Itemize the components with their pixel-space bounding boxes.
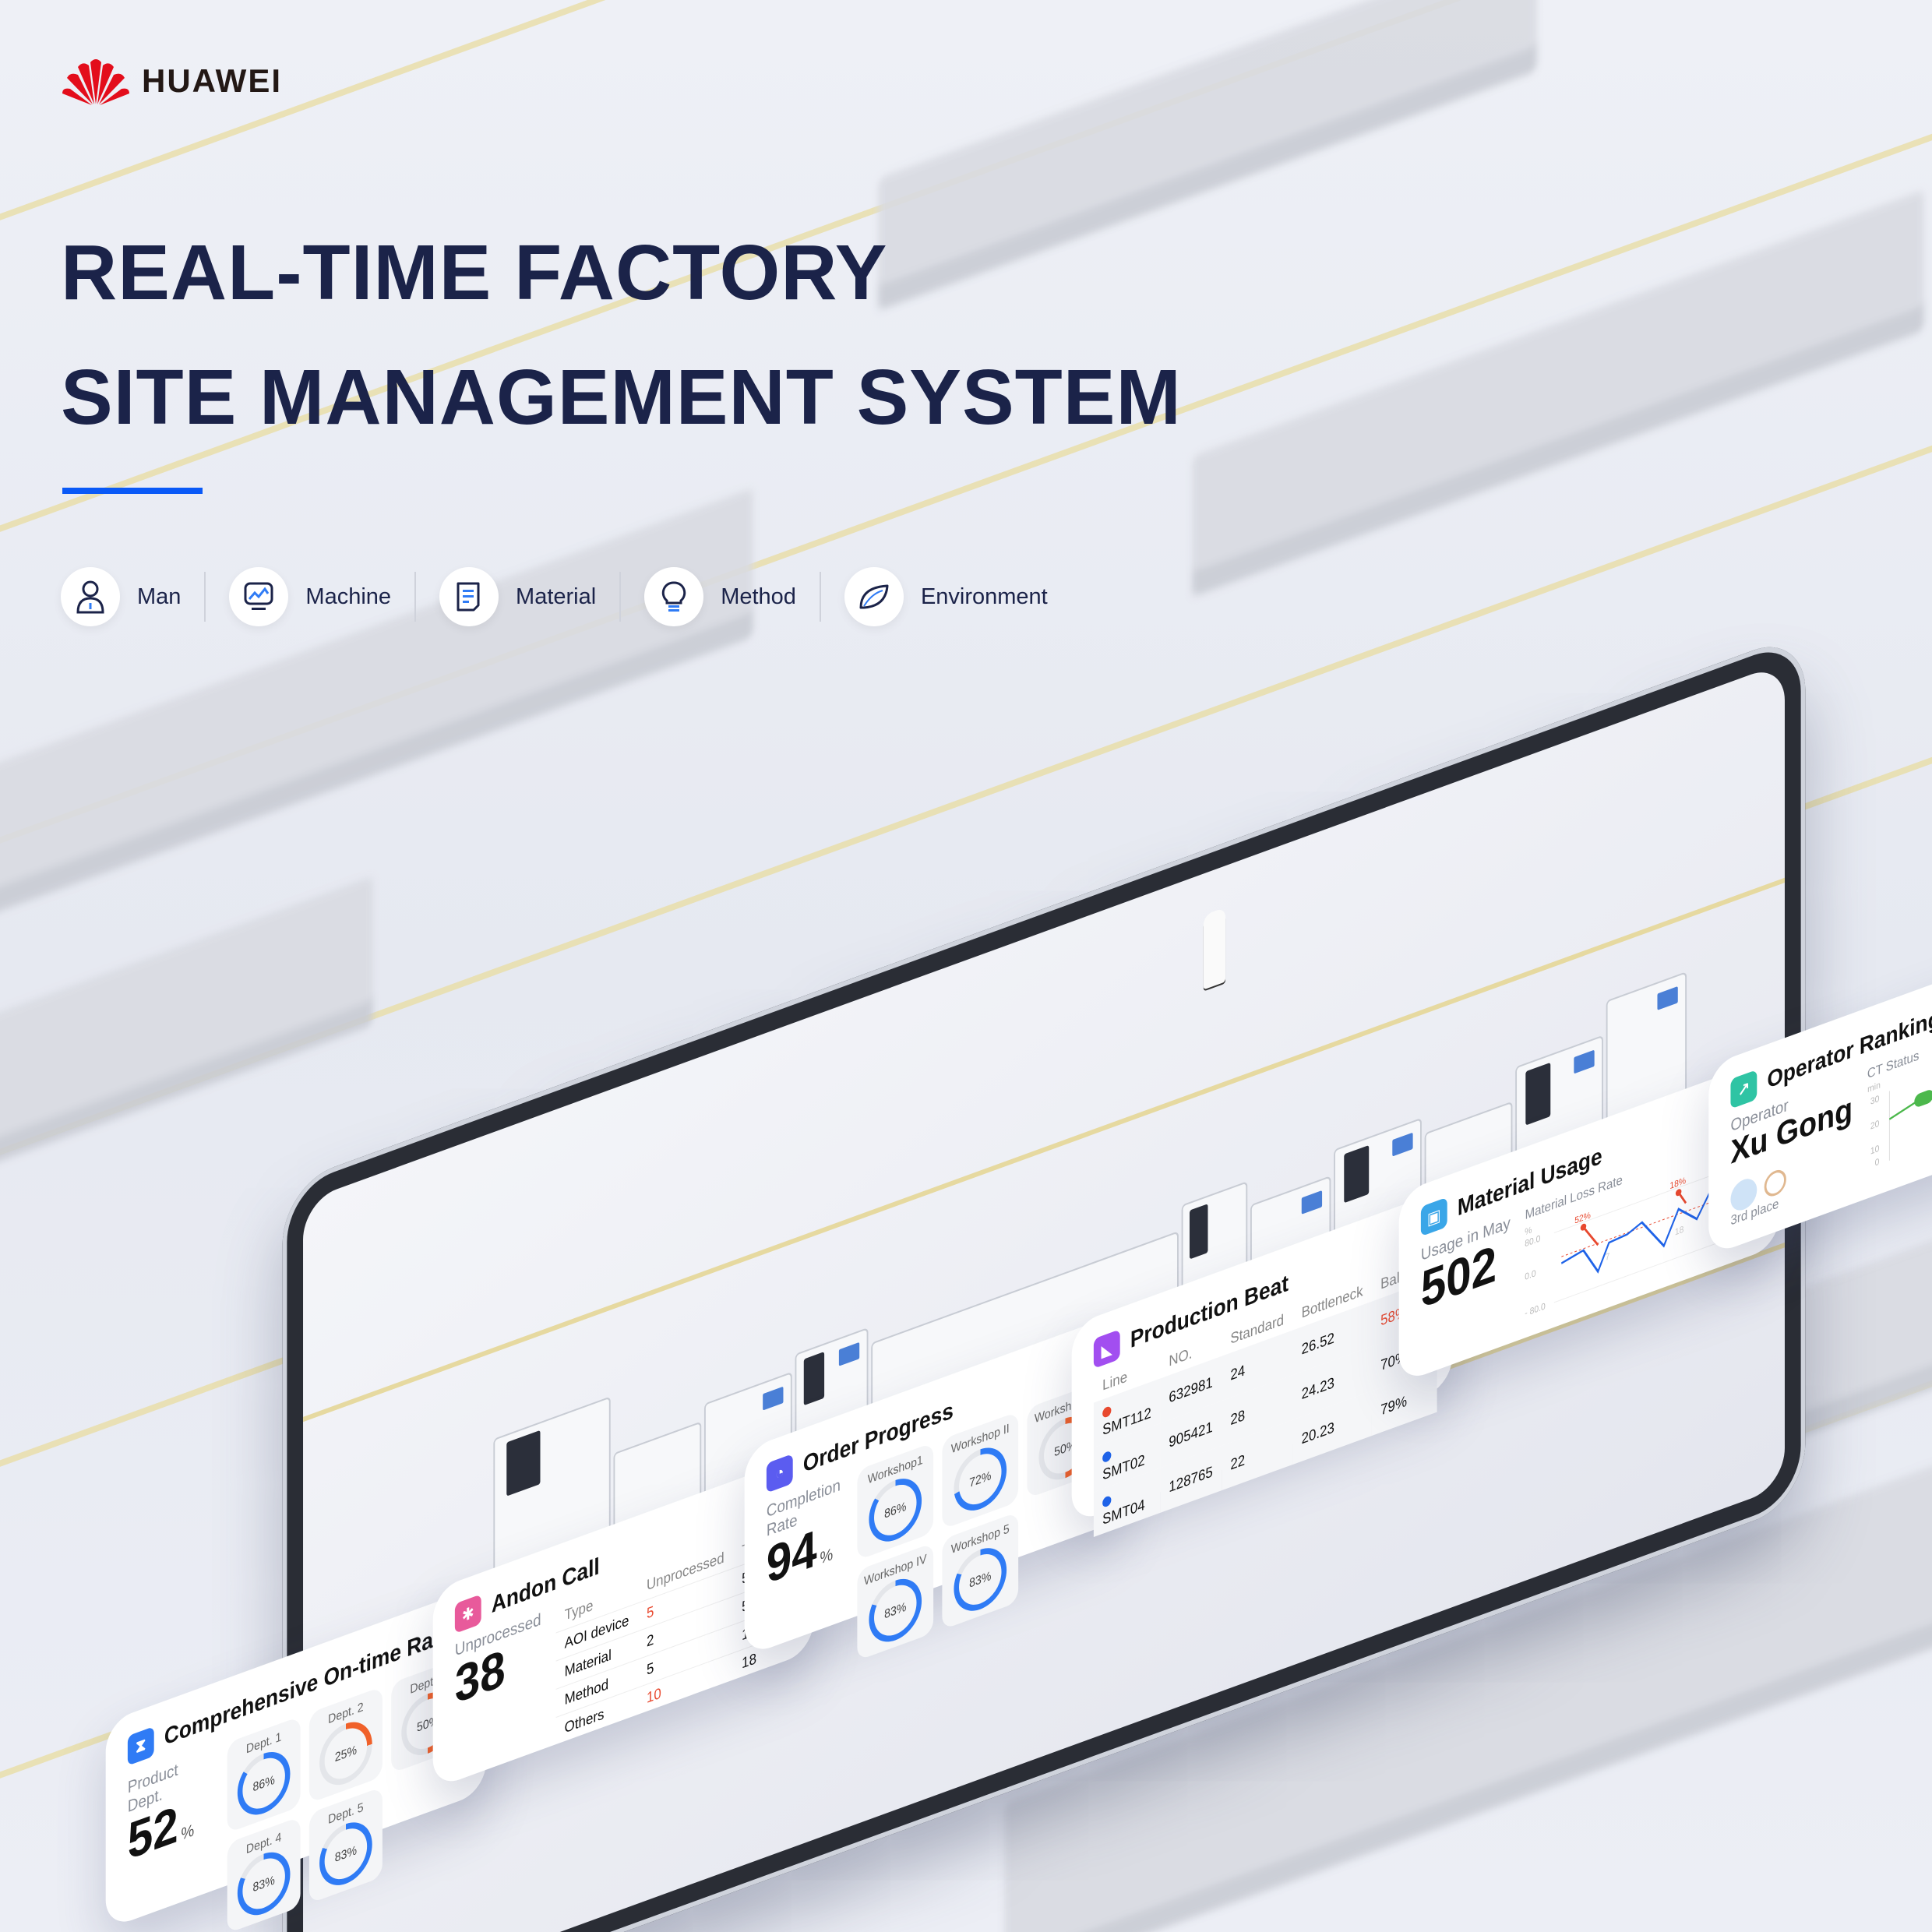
svg-text:7: 7	[1606, 1252, 1610, 1263]
ct-status-chart: CT Status min 30 20 10 0	[1867, 1035, 1932, 1179]
metric-unit: %	[181, 1821, 195, 1845]
huawei-logo: HUAWEI	[61, 56, 282, 106]
svg-text:min: min	[1867, 1081, 1881, 1095]
hourglass-icon: ⧗	[127, 1726, 154, 1766]
brand-name: HUAWEI	[142, 62, 282, 99]
chip-man[interactable]: Man	[61, 567, 204, 626]
status-dot-icon	[1102, 1495, 1112, 1509]
operator-figure	[1203, 907, 1226, 990]
trend-chart-icon: ↗	[1730, 1069, 1757, 1109]
huawei-petal-icon	[62, 59, 129, 105]
chip-environment[interactable]: Environment	[844, 567, 1071, 626]
chip-label: Machine	[305, 583, 392, 609]
chip-label: Man	[137, 583, 182, 609]
chip-label: Environment	[920, 583, 1048, 609]
weight-icon: ▣	[1420, 1197, 1447, 1237]
svg-text:30: 30	[1870, 1095, 1879, 1108]
operator-ranking-card[interactable]: ↗ Operator Ranking Operator Xu Gong 3rd …	[1708, 948, 1932, 1257]
title-line-1: REAL-TIME FACTORY	[61, 229, 888, 316]
svg-text:52%: 52%	[1574, 1211, 1591, 1226]
divider	[619, 572, 622, 622]
chip-method[interactable]: Method	[644, 567, 820, 626]
status-dot-icon	[1102, 1405, 1112, 1419]
title-line-2: SITE MANAGEMENT SYSTEM	[61, 354, 1182, 441]
divider	[414, 572, 417, 622]
monitor-chart-icon	[229, 567, 289, 626]
chip-label: Method	[721, 583, 796, 609]
chip-label: Material	[516, 583, 597, 609]
status-dot-icon	[1102, 1450, 1112, 1464]
title-accent-bar	[62, 488, 203, 494]
person-icon	[61, 567, 120, 626]
svg-text:18: 18	[1675, 1225, 1683, 1238]
chip-machine[interactable]: Machine	[229, 567, 414, 626]
svg-text:10: 10	[1870, 1144, 1879, 1157]
svg-text:0.0: 0.0	[1525, 1268, 1536, 1282]
metric-unit: %	[820, 1545, 834, 1568]
camera-icon: ◣	[1093, 1329, 1120, 1369]
divider	[204, 572, 206, 622]
svg-text:20: 20	[1870, 1119, 1879, 1132]
lightbulb-icon	[644, 567, 704, 626]
page-title: REAL-TIME FACTORY SITE MANAGEMENT SYSTEM	[61, 210, 1182, 460]
divider	[819, 572, 821, 622]
alarm-light-icon: ✱	[454, 1594, 481, 1634]
category-chips: Man Machine Material Method Environment	[61, 567, 1071, 626]
pie-chart-icon: ◔	[766, 1453, 793, 1493]
document-icon	[439, 567, 499, 626]
svg-text:- 80.0: - 80.0	[1525, 1302, 1546, 1319]
leaf-icon	[844, 567, 904, 626]
chip-material[interactable]: Material	[439, 567, 619, 626]
svg-text:%: %	[1525, 1225, 1532, 1238]
svg-text:18%: 18%	[1670, 1176, 1687, 1191]
svg-text:0: 0	[1874, 1157, 1879, 1168]
